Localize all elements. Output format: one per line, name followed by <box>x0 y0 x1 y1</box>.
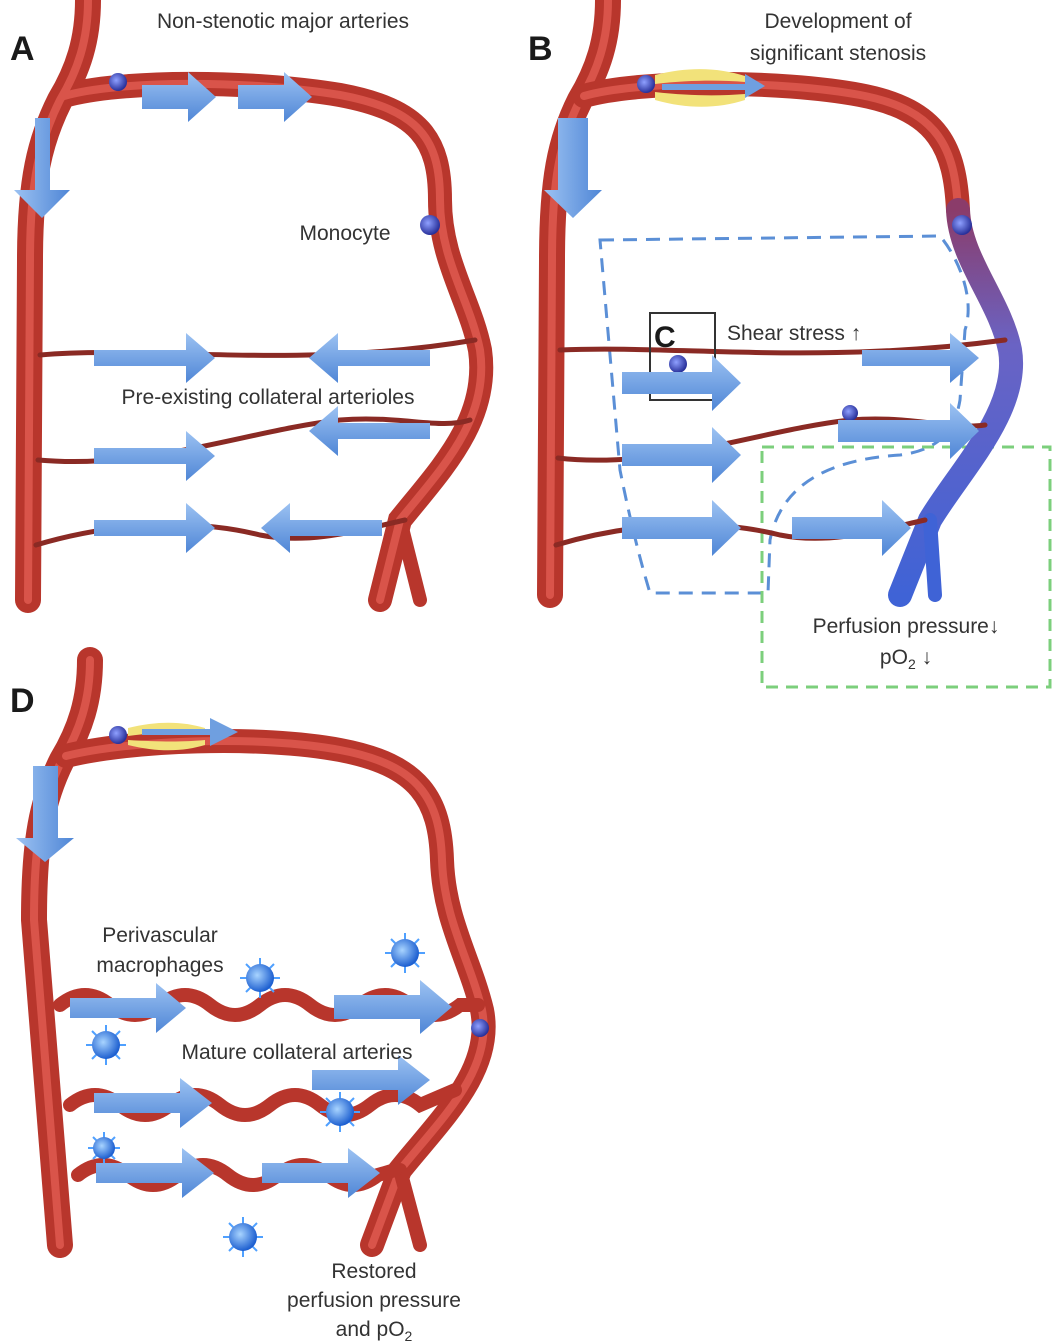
macrophage-icon <box>86 1025 126 1065</box>
collateral-arterioles-label: Pre-existing collateral arterioles <box>122 386 415 409</box>
mature-collaterals-label: Mature collateral arteries <box>181 1041 412 1064</box>
monocyte <box>952 215 972 235</box>
monocyte <box>669 355 687 373</box>
monocyte-label: Monocyte <box>299 222 390 245</box>
panel-a: A Non-stenotic major arteries Monocyte P… <box>10 0 481 600</box>
flow-arrow-right <box>334 980 452 1034</box>
monocyte <box>842 405 858 421</box>
flow-arrow-right <box>94 503 215 553</box>
restored-label-line1: Restored <box>331 1260 416 1283</box>
branch-stub <box>400 520 420 600</box>
flow-arrow-left <box>261 503 382 553</box>
monocyte <box>471 1019 489 1037</box>
top-artery <box>584 84 958 210</box>
flow-arrow-right <box>622 500 741 556</box>
macrophages-label-line2: macrophages <box>96 954 223 977</box>
macrophages-label-line1: Perivascular <box>102 924 218 947</box>
macrophage-icon <box>88 1132 120 1164</box>
shear-stress-label: Shear stress ↑ <box>727 322 861 345</box>
panel-d-letter: D <box>10 682 35 720</box>
panel-d-flow-arrows <box>16 718 452 1198</box>
macrophage-icon <box>223 1217 263 1257</box>
flow-arrow-left <box>309 406 430 456</box>
monocyte <box>109 726 127 744</box>
hypoperfused-artery <box>900 210 1011 595</box>
flow-arrow-left <box>309 333 430 383</box>
inset-c-letter: C <box>654 321 676 354</box>
macrophage-icon <box>240 958 280 998</box>
panel-b: B Development of significant stenosis C … <box>528 0 1050 687</box>
panel-a-title: Non-stenotic major arteries <box>157 10 409 33</box>
panel-b-title-line2: significant stenosis <box>750 42 926 65</box>
flow-arrow-right <box>94 333 215 383</box>
restored-label-line2: perfusion pressure <box>287 1289 461 1312</box>
restored-label-line3: and pO2 <box>336 1318 413 1343</box>
panel-d: D Perivascular macrophages Mature collat… <box>10 660 489 1343</box>
flow-arrow-right <box>622 427 741 483</box>
flow-arrow-right <box>838 403 979 459</box>
perfusion-pressure-label: Perfusion pressure↓ <box>813 615 1000 638</box>
po2-label: pO2 ↓ <box>880 646 932 672</box>
panel-a-letter: A <box>10 30 35 68</box>
panel-a-flow-arrows <box>14 72 430 553</box>
flow-arrow-right <box>792 500 911 556</box>
panel-b-title-line1: Development of <box>764 10 911 33</box>
macrophage-icon <box>320 1092 360 1132</box>
macrophage-icon <box>385 933 425 973</box>
panel-b-letter: B <box>528 30 553 68</box>
monocyte <box>637 75 655 93</box>
flow-arrow-right <box>94 431 215 481</box>
monocyte <box>109 73 127 91</box>
monocyte <box>420 215 440 235</box>
panel-b-flow-arrows <box>544 74 979 556</box>
